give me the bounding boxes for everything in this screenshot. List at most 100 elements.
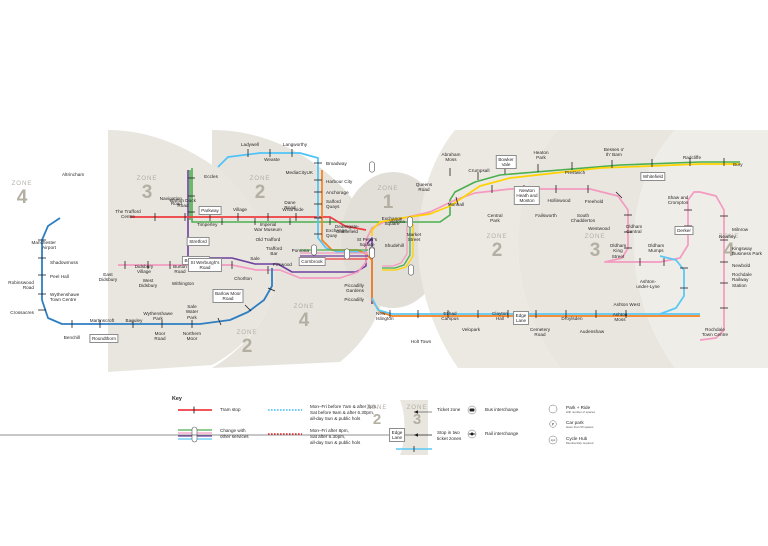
station-label-ladywell[interactable]: Ladywell <box>240 142 260 147</box>
station-label-benchill[interactable]: Benchill <box>63 335 81 340</box>
station-label-stretford[interactable]: Stretford <box>186 237 210 246</box>
station-label-droylsden[interactable]: Droylsden <box>561 316 583 321</box>
station-label-shudehill[interactable]: Shudehill <box>384 243 404 248</box>
station-label-east-didsbury[interactable]: East Didsbury <box>98 272 118 283</box>
station-label-roundthorn[interactable]: Roundthorn <box>89 334 119 343</box>
station-label-oldham-mumps[interactable]: Oldham Mumps <box>647 243 665 254</box>
station-label-parkway[interactable]: Parkway <box>198 206 222 215</box>
station-label-timperley[interactable]: Timperley <box>197 222 218 227</box>
station-label-eccles[interactable]: Eccles <box>204 174 218 179</box>
station-label-velopark[interactable]: Velopark <box>461 327 481 332</box>
station-label-barlow-moor-road[interactable]: Barlow Moor Road <box>212 289 244 304</box>
station-label-wythenshawe-town-centre[interactable]: Wythenshawe Town Centre <box>50 292 80 303</box>
station-label-deansgate-castlefield[interactable]: Deansgate- Castlefield <box>334 224 360 235</box>
station-label-bowker-vale[interactable]: Bowker Vale <box>495 155 517 170</box>
station-label-besses-o-th-barn[interactable]: Besses o' th' Barn <box>603 147 625 158</box>
station-label-rochdale-town-centre[interactable]: Rochdale Town Centre <box>701 327 729 338</box>
station-label-ashton-west[interactable]: Ashton West <box>613 302 640 307</box>
station-label-peel-hall[interactable]: Peel Hall <box>50 274 69 279</box>
station-label-anchorage[interactable]: Anchorage <box>326 190 349 195</box>
station-label-navigation-road[interactable]: Navigation Road <box>159 196 182 207</box>
station-label-clayton-hall[interactable]: Clayton Hall <box>492 311 508 322</box>
station-label-hollinwood[interactable]: Hollinwood <box>547 198 571 203</box>
station-label-didsbury-village[interactable]: Didsbury Village <box>134 264 154 275</box>
station-label-holt-town[interactable]: Holt Town <box>410 339 432 344</box>
station-label-west-didsbury[interactable]: West Didsbury <box>138 278 158 289</box>
station-label-edge-lane[interactable]: Edge Lane <box>513 311 529 326</box>
station-label-old-trafford[interactable]: Old Trafford <box>255 237 281 242</box>
station-label-langworthy[interactable]: Langworthy <box>282 142 308 147</box>
station-label-bury[interactable]: Bury <box>733 162 743 167</box>
station-label-crumpsall[interactable]: Crumpsall <box>468 168 490 173</box>
station-label-the-trafford-centre[interactable]: The Trafford Centre <box>115 209 141 220</box>
station-label-martinscroft[interactable]: Martinscroft <box>89 318 115 323</box>
station-label-cornbrook[interactable]: Cornbrook <box>298 257 326 266</box>
station-label-baguley[interactable]: Baguley <box>125 318 143 323</box>
station-label-etihad-campus[interactable]: Etihad Campus <box>441 311 459 322</box>
station-label-rochdale-railway-station[interactable]: Rochdale Railway Station <box>732 272 752 288</box>
station-label-abraham-moss[interactable]: Abraham Moss <box>441 152 461 163</box>
station-label-harbour-city[interactable]: Harbour City <box>326 179 353 184</box>
station-label-failsworth[interactable]: Failsworth <box>535 213 557 218</box>
station-label-newton-heath-and-moston[interactable]: Newton Heath and Moston <box>513 186 541 206</box>
station-label-chorlton[interactable]: Chorlton <box>234 276 252 281</box>
station-label-oldham-king-street[interactable]: Oldham King Street <box>609 243 627 259</box>
station-label-shadowmoss[interactable]: Shadowmoss <box>50 260 79 265</box>
station-label-ashton-under-lyne[interactable]: Ashton- under-Lyne <box>636 279 660 290</box>
station-label-freehold[interactable]: Freehold <box>584 199 604 204</box>
station-label-market-street[interactable]: Market Street <box>406 232 422 243</box>
station-label-kingsway-business-park[interactable]: Kingsway Business Park <box>732 246 763 257</box>
station-label-ashton-moss[interactable]: Ashton Moss <box>612 312 628 323</box>
station-label-cemetery-road[interactable]: Cemetery Road <box>529 327 551 338</box>
station-label-derker[interactable]: Derker <box>674 226 694 235</box>
station-label-wythenshawe-park[interactable]: Wythenshawe Park <box>143 311 173 322</box>
station-label-whitefield[interactable]: Whitefield <box>640 172 666 181</box>
station-label-victoria[interactable]: Victoria <box>389 219 405 224</box>
station-label-firswood[interactable]: Firswood <box>273 262 293 267</box>
station-label-newhey[interactable]: Newhey <box>719 234 736 239</box>
station-label-dane-road[interactable]: Dane Road <box>284 200 296 211</box>
station-label-village[interactable]: Village <box>232 207 248 212</box>
station-label-sale-water-park[interactable]: Sale Water Park <box>185 304 199 320</box>
station-label-northern-moor[interactable]: Northern Moor <box>182 331 202 342</box>
station-label-heaton-park[interactable]: Heaton Park <box>533 150 549 161</box>
station-label-barton-dock-road[interactable]: Barton Dock Road <box>170 198 196 209</box>
station-label-withington[interactable]: Withington <box>171 281 195 286</box>
station-label-manchester-airport[interactable]: Manchester Airport <box>31 240 56 251</box>
station-label-radcliffe[interactable]: Radcliffe <box>682 155 702 160</box>
station-label-wharfside[interactable]: Wharfside <box>282 207 304 212</box>
station-label-st-peter-s-square[interactable]: St Peter's Square <box>356 237 378 248</box>
station-label-central-park[interactable]: Central Park <box>487 213 503 224</box>
station-label-imperial-war-museum[interactable]: Imperial War Museum <box>254 222 282 233</box>
station-label-milnrow[interactable]: Milnrow <box>732 227 749 232</box>
park-ride-label: Park + Ride <box>566 405 591 410</box>
station-label-monsall[interactable]: Monsall <box>447 202 465 207</box>
station-label-queens-road[interactable]: Queens Road <box>415 182 433 193</box>
key-item-bus-interchange: Bus interchange <box>485 407 519 412</box>
station-label-exchange-square[interactable]: Exchange Square <box>381 216 403 227</box>
station-label-piccadilly[interactable]: Piccadilly <box>344 297 364 302</box>
station-label-prestwich[interactable]: Prestwich <box>564 170 586 175</box>
station-label-robinswood-road[interactable]: Robinswood Road <box>8 280 34 291</box>
station-label-weaste[interactable]: Weaste <box>264 157 280 162</box>
station-label-mediacityuk[interactable]: MediaCityUK <box>285 170 313 175</box>
station-label-south-chadderton[interactable]: South Chadderton <box>570 213 596 224</box>
station-label-newbold[interactable]: Newbold <box>732 263 751 268</box>
station-label-pomona[interactable]: Pomona <box>291 248 309 253</box>
station-label-shaw-and-crompton[interactable]: Shaw and Crompton <box>667 195 689 206</box>
station-label-moor-road[interactable]: Moor Road <box>154 331 166 342</box>
station-label-exchange-quay[interactable]: Exchange Quay <box>326 228 347 239</box>
station-label-burton-road[interactable]: Burton Road <box>173 264 187 275</box>
station-label-oldham-central[interactable]: Oldham Central <box>625 224 643 235</box>
station-label-st-werburgh-s-road[interactable]: St Werburgh's Road <box>187 258 223 273</box>
station-label-new-islington[interactable]: New Islington <box>376 311 394 322</box>
station-label-audenshaw[interactable]: Audenshaw <box>579 329 605 334</box>
station-label-salford-quays[interactable]: Salford Quays <box>326 199 341 210</box>
station-label-sale[interactable]: Sale <box>250 256 260 261</box>
station-label-trafford-bar[interactable]: Trafford Bar <box>265 246 283 257</box>
station-label-crossacres[interactable]: Crossacres <box>10 310 34 315</box>
station-label-westwood[interactable]: Westwood <box>588 226 610 231</box>
station-label-broadway[interactable]: Broadway <box>326 161 347 166</box>
station-label-altrincham[interactable]: Altrincham <box>62 172 85 177</box>
station-label-piccadilly-gardens[interactable]: Piccadilly Gardens <box>344 283 364 294</box>
